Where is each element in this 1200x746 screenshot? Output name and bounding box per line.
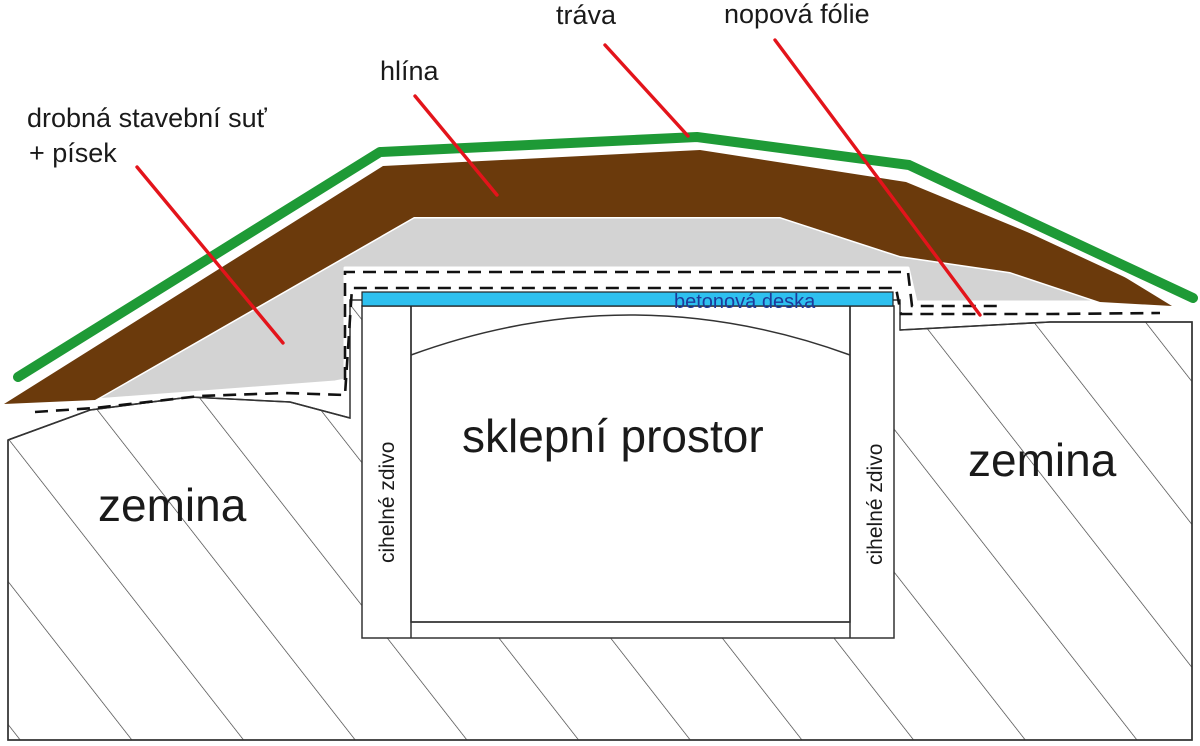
cellar-vault-arch bbox=[410, 314, 851, 356]
label-hlina: hlína bbox=[380, 56, 440, 86]
soil-hlina-layer bbox=[4, 150, 1172, 404]
label-cihelne-zdivo-right: cihelné zdivo bbox=[864, 444, 887, 565]
grass-trava-line bbox=[13, 132, 1198, 382]
label-sut-line2: + písek bbox=[29, 138, 117, 168]
pointer-trava bbox=[603, 43, 690, 138]
nopova-folie-membrane bbox=[34, 286, 1161, 414]
pointer-lines bbox=[135, 38, 982, 345]
betonova-deska-slab bbox=[361, 291, 894, 307]
label-cihelne-zdivo-left: cihelné zdivo bbox=[376, 442, 399, 563]
label-zemina-left: zemina bbox=[98, 479, 247, 531]
separator-line bbox=[8, 142, 1182, 387]
cellar bbox=[361, 305, 895, 639]
label-sut-line1: drobná stavební suť bbox=[27, 103, 268, 133]
cellar-interior bbox=[410, 305, 851, 623]
label-betonova-deska: betonová deska bbox=[674, 291, 816, 313]
label-nopova-folie: nopová fólie bbox=[724, 0, 870, 29]
label-zemina-right: zemina bbox=[968, 434, 1117, 486]
label-trava: tráva bbox=[556, 0, 617, 30]
label-sklepni-prostor: sklepní prostor bbox=[462, 410, 764, 462]
nopova-folie-membrane-outer bbox=[343, 270, 1000, 380]
pointer-nopova-folie bbox=[773, 38, 982, 317]
pointer-hlina bbox=[413, 94, 499, 197]
pointer-sut bbox=[135, 165, 285, 345]
